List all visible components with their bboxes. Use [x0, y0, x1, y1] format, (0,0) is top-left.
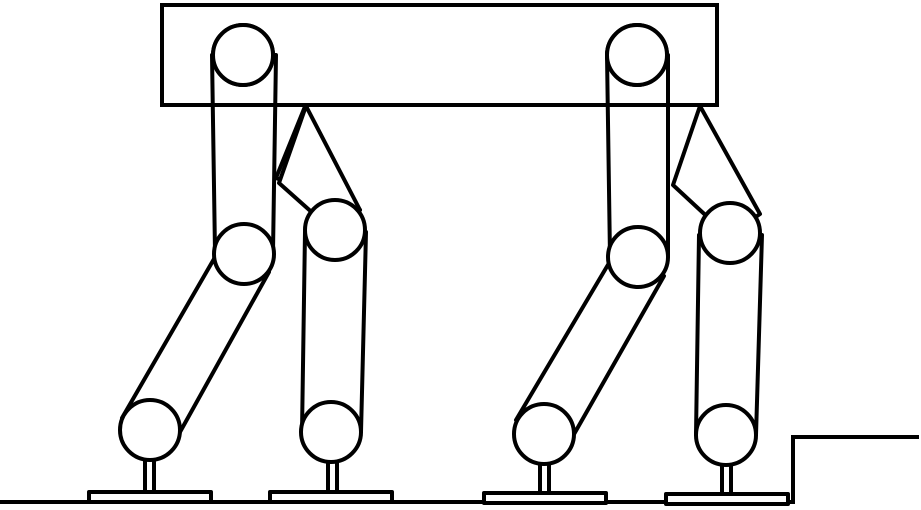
hind-leg-rear-knee-joint	[606, 225, 670, 289]
hind-leg-front	[671, 104, 764, 467]
foot-front-leg-front	[268, 456, 394, 504]
front-leg-rear-hip-joint-top	[211, 23, 275, 87]
front-leg-rear-knee-joint	[212, 222, 276, 286]
ground-with-step	[0, 435, 919, 504]
hind-leg-rear-hip-joint-top	[605, 23, 669, 87]
front-leg-front-knee-joint	[303, 198, 367, 262]
body-outline-overlay	[160, 3, 719, 107]
front-leg-front-ankle-joint	[299, 400, 363, 464]
hind-leg-rear-ankle-joint	[512, 402, 576, 466]
front-leg-rear-ankle-joint	[118, 398, 182, 462]
foot-front-leg-rear	[87, 454, 213, 504]
hind-leg-front-knee-joint	[698, 201, 762, 265]
hind-leg-front-ankle-joint	[694, 403, 758, 467]
front-leg-front	[277, 104, 368, 464]
